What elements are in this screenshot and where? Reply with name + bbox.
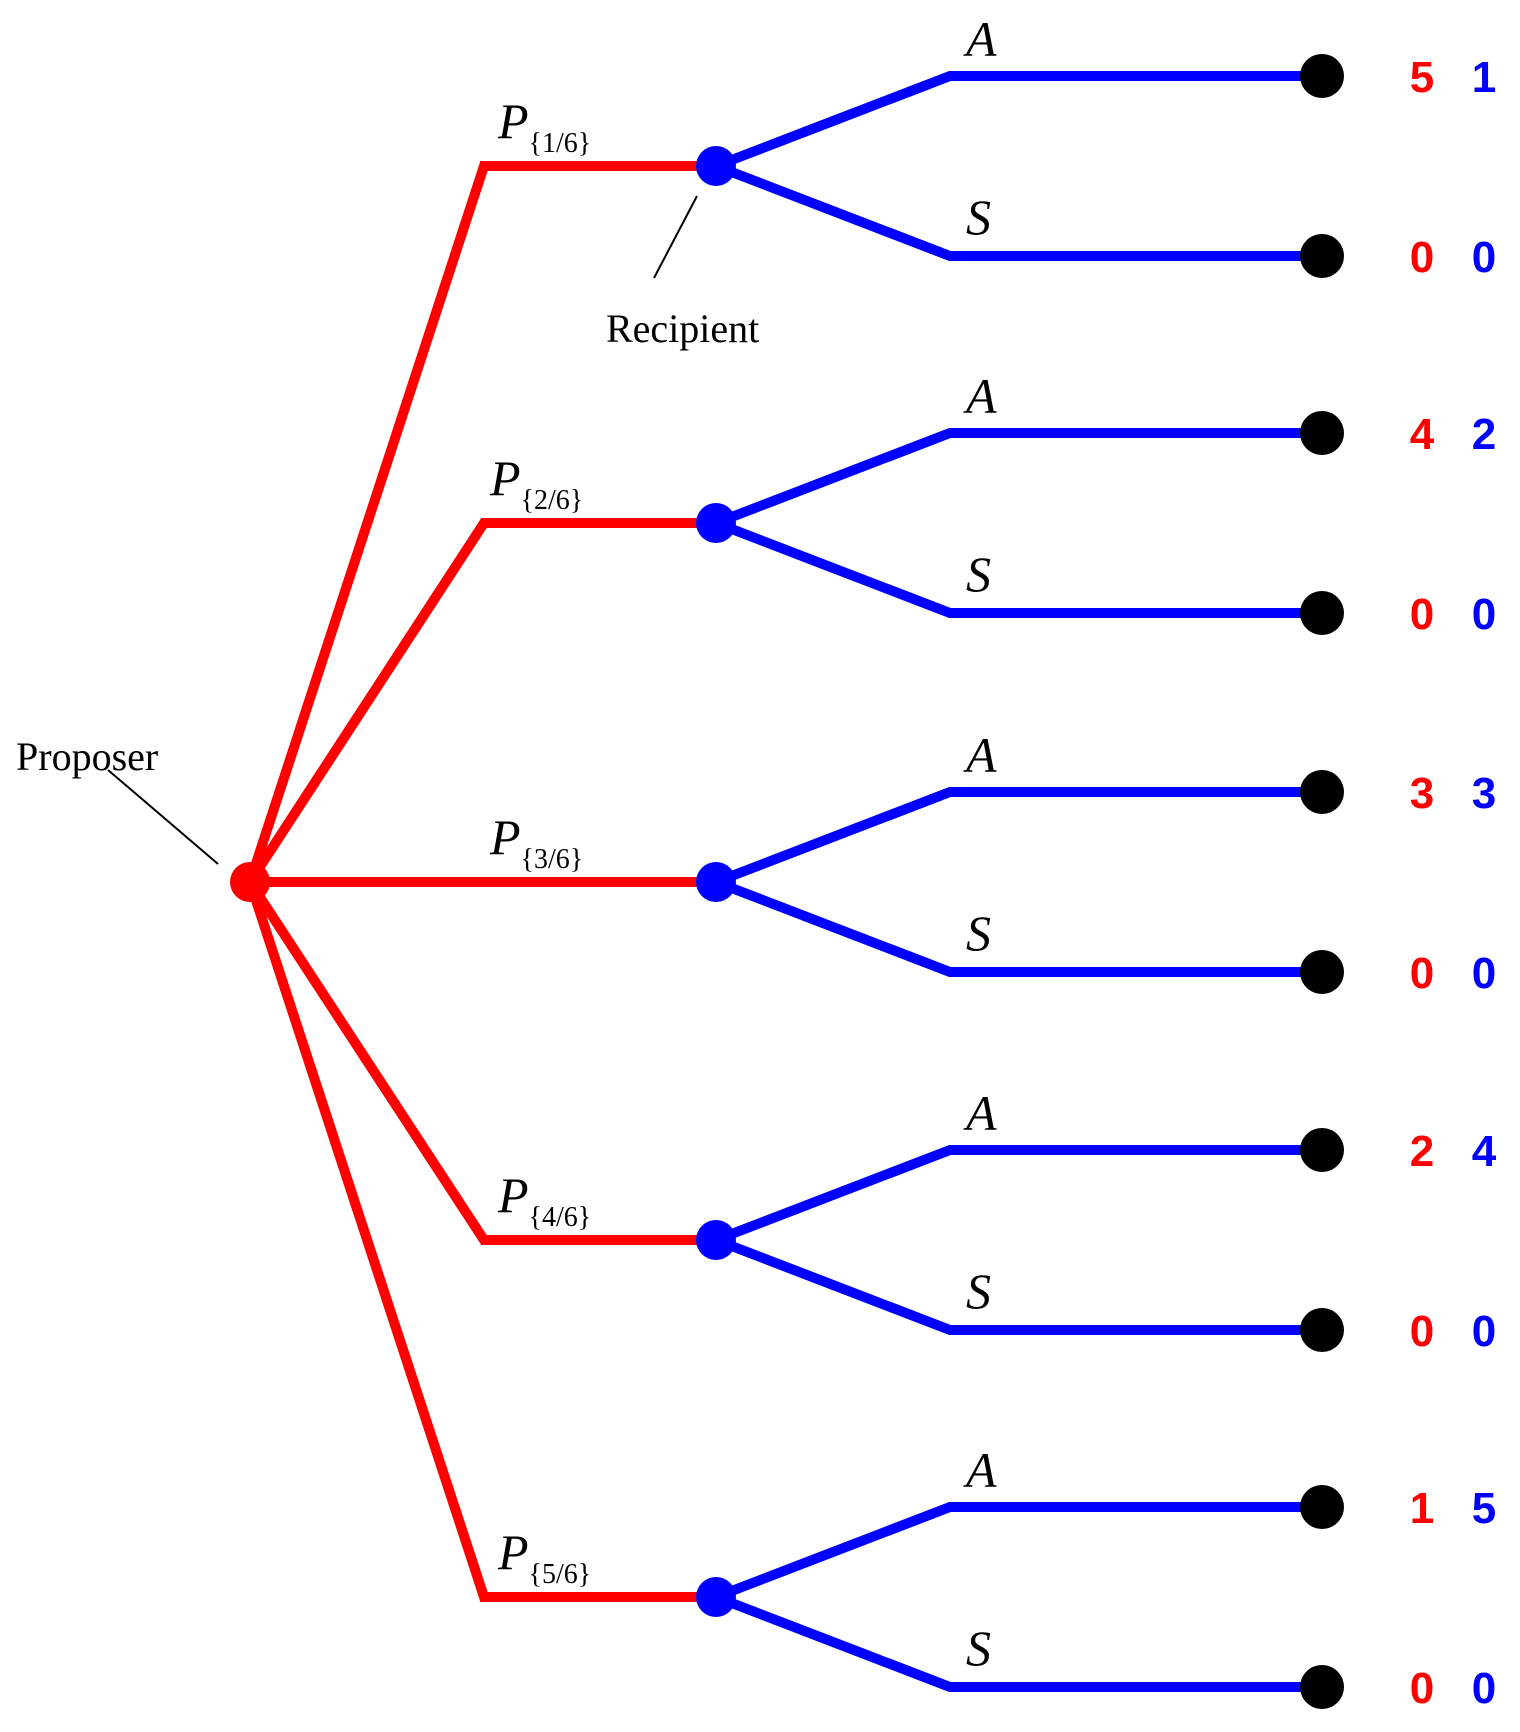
recipient-node-5 — [696, 1577, 736, 1617]
reject-edge-5 — [714, 1592, 1322, 1692]
reject-label-4: S — [966, 1263, 991, 1319]
offer-label-4: P{4/6} — [497, 1167, 591, 1233]
reject-label-1: S — [966, 189, 991, 245]
payoff-recipient-reject-4: 0 — [1472, 1307, 1496, 1356]
reject-edge-4 — [714, 1235, 1322, 1335]
offer-label-main: P — [489, 809, 521, 865]
proposer-label: Proposer — [16, 734, 158, 779]
payoff-recipient-accept-4: 4 — [1472, 1127, 1497, 1176]
offer-label-3: P{3/6} — [489, 809, 583, 875]
payoff-proposer-accept-1: 5 — [1410, 53, 1434, 102]
terminal-node-reject-5 — [1300, 1665, 1344, 1709]
offer-label-main: P — [497, 1167, 529, 1223]
payoff-proposer-accept-2: 4 — [1410, 410, 1435, 459]
terminal-node-reject-2 — [1300, 591, 1344, 635]
offer-label-1: P{1/6} — [497, 93, 591, 159]
payoff-recipient-reject-2: 0 — [1472, 590, 1496, 639]
accept-label-4: A — [963, 1085, 997, 1141]
payoff-proposer-reject-5: 0 — [1410, 1664, 1434, 1713]
proposer-edge-offer-5 — [245, 880, 716, 1602]
terminal-node-reject-1 — [1300, 234, 1344, 278]
recipient-node-1 — [696, 146, 736, 186]
offer-label-main: P — [497, 1524, 529, 1580]
offer-label-2: P{2/6} — [489, 450, 583, 516]
reject-label-3: S — [966, 905, 991, 961]
payoff-proposer-reject-1: 0 — [1410, 233, 1434, 282]
proposer-edge-offer-2 — [245, 518, 716, 885]
offer-label-main: P — [489, 450, 521, 506]
tree-edges — [107, 71, 1322, 1692]
offer-label-sub: {4/6} — [529, 1202, 592, 1233]
payoff-recipient-accept-3: 3 — [1472, 769, 1496, 818]
recipient-node-4 — [696, 1220, 736, 1260]
recipient-label: Recipient — [606, 306, 759, 351]
proposer-pointer-line — [107, 769, 219, 865]
payoff-recipient-accept-5: 5 — [1472, 1484, 1496, 1533]
offer-label-sub: {1/6} — [529, 128, 592, 159]
reject-label-2: S — [966, 546, 991, 602]
proposer-node — [230, 862, 270, 902]
accept-label-1: A — [963, 11, 997, 67]
payoff-proposer-accept-5: 1 — [1410, 1484, 1434, 1533]
payoff-proposer-accept-4: 2 — [1410, 1127, 1434, 1176]
accept-edge-4 — [714, 1145, 1322, 1245]
reject-edge-1 — [714, 161, 1322, 261]
proposer-edge-offer-4 — [245, 879, 716, 1245]
payoff-proposer-accept-3: 3 — [1410, 769, 1434, 818]
payoff-proposer-reject-2: 0 — [1410, 590, 1434, 639]
offer-label-5: P{5/6} — [497, 1524, 591, 1590]
terminal-node-accept-2 — [1300, 411, 1344, 455]
recipient-pointer-line — [653, 195, 698, 279]
reject-edge-3 — [714, 877, 1322, 977]
terminal-node-reject-4 — [1300, 1308, 1344, 1352]
recipient-node-3 — [696, 862, 736, 902]
recipient-node-2 — [696, 503, 736, 543]
terminal-node-accept-4 — [1300, 1128, 1344, 1172]
offer-label-sub: {2/6} — [521, 485, 584, 516]
tree-nodes — [230, 54, 1344, 1709]
payoff-recipient-reject-3: 0 — [1472, 949, 1496, 998]
terminal-node-accept-1 — [1300, 54, 1344, 98]
accept-edge-5 — [714, 1502, 1322, 1602]
terminal-node-reject-3 — [1300, 950, 1344, 994]
accept-label-3: A — [963, 727, 997, 783]
payoff-proposer-reject-4: 0 — [1410, 1307, 1434, 1356]
reject-label-5: S — [966, 1620, 991, 1676]
offer-label-sub: {5/6} — [529, 1559, 592, 1590]
payoff-recipient-accept-1: 1 — [1472, 53, 1496, 102]
accept-edge-2 — [714, 428, 1322, 528]
terminal-node-accept-5 — [1300, 1485, 1344, 1529]
offer-label-main: P — [497, 93, 529, 149]
terminal-node-accept-3 — [1300, 770, 1344, 814]
proposer-edge-offer-1 — [245, 161, 716, 884]
offer-label-sub: {3/6} — [521, 844, 584, 875]
payoff-recipient-reject-1: 0 — [1472, 233, 1496, 282]
accept-edge-3 — [714, 787, 1322, 887]
payoff-recipient-accept-2: 2 — [1472, 410, 1496, 459]
accept-label-5: A — [963, 1442, 997, 1498]
accept-label-2: A — [963, 368, 997, 424]
payoff-recipient-reject-5: 0 — [1472, 1664, 1496, 1713]
payoff-proposer-reject-3: 0 — [1410, 949, 1434, 998]
accept-edge-1 — [714, 71, 1322, 171]
reject-edge-2 — [714, 518, 1322, 618]
